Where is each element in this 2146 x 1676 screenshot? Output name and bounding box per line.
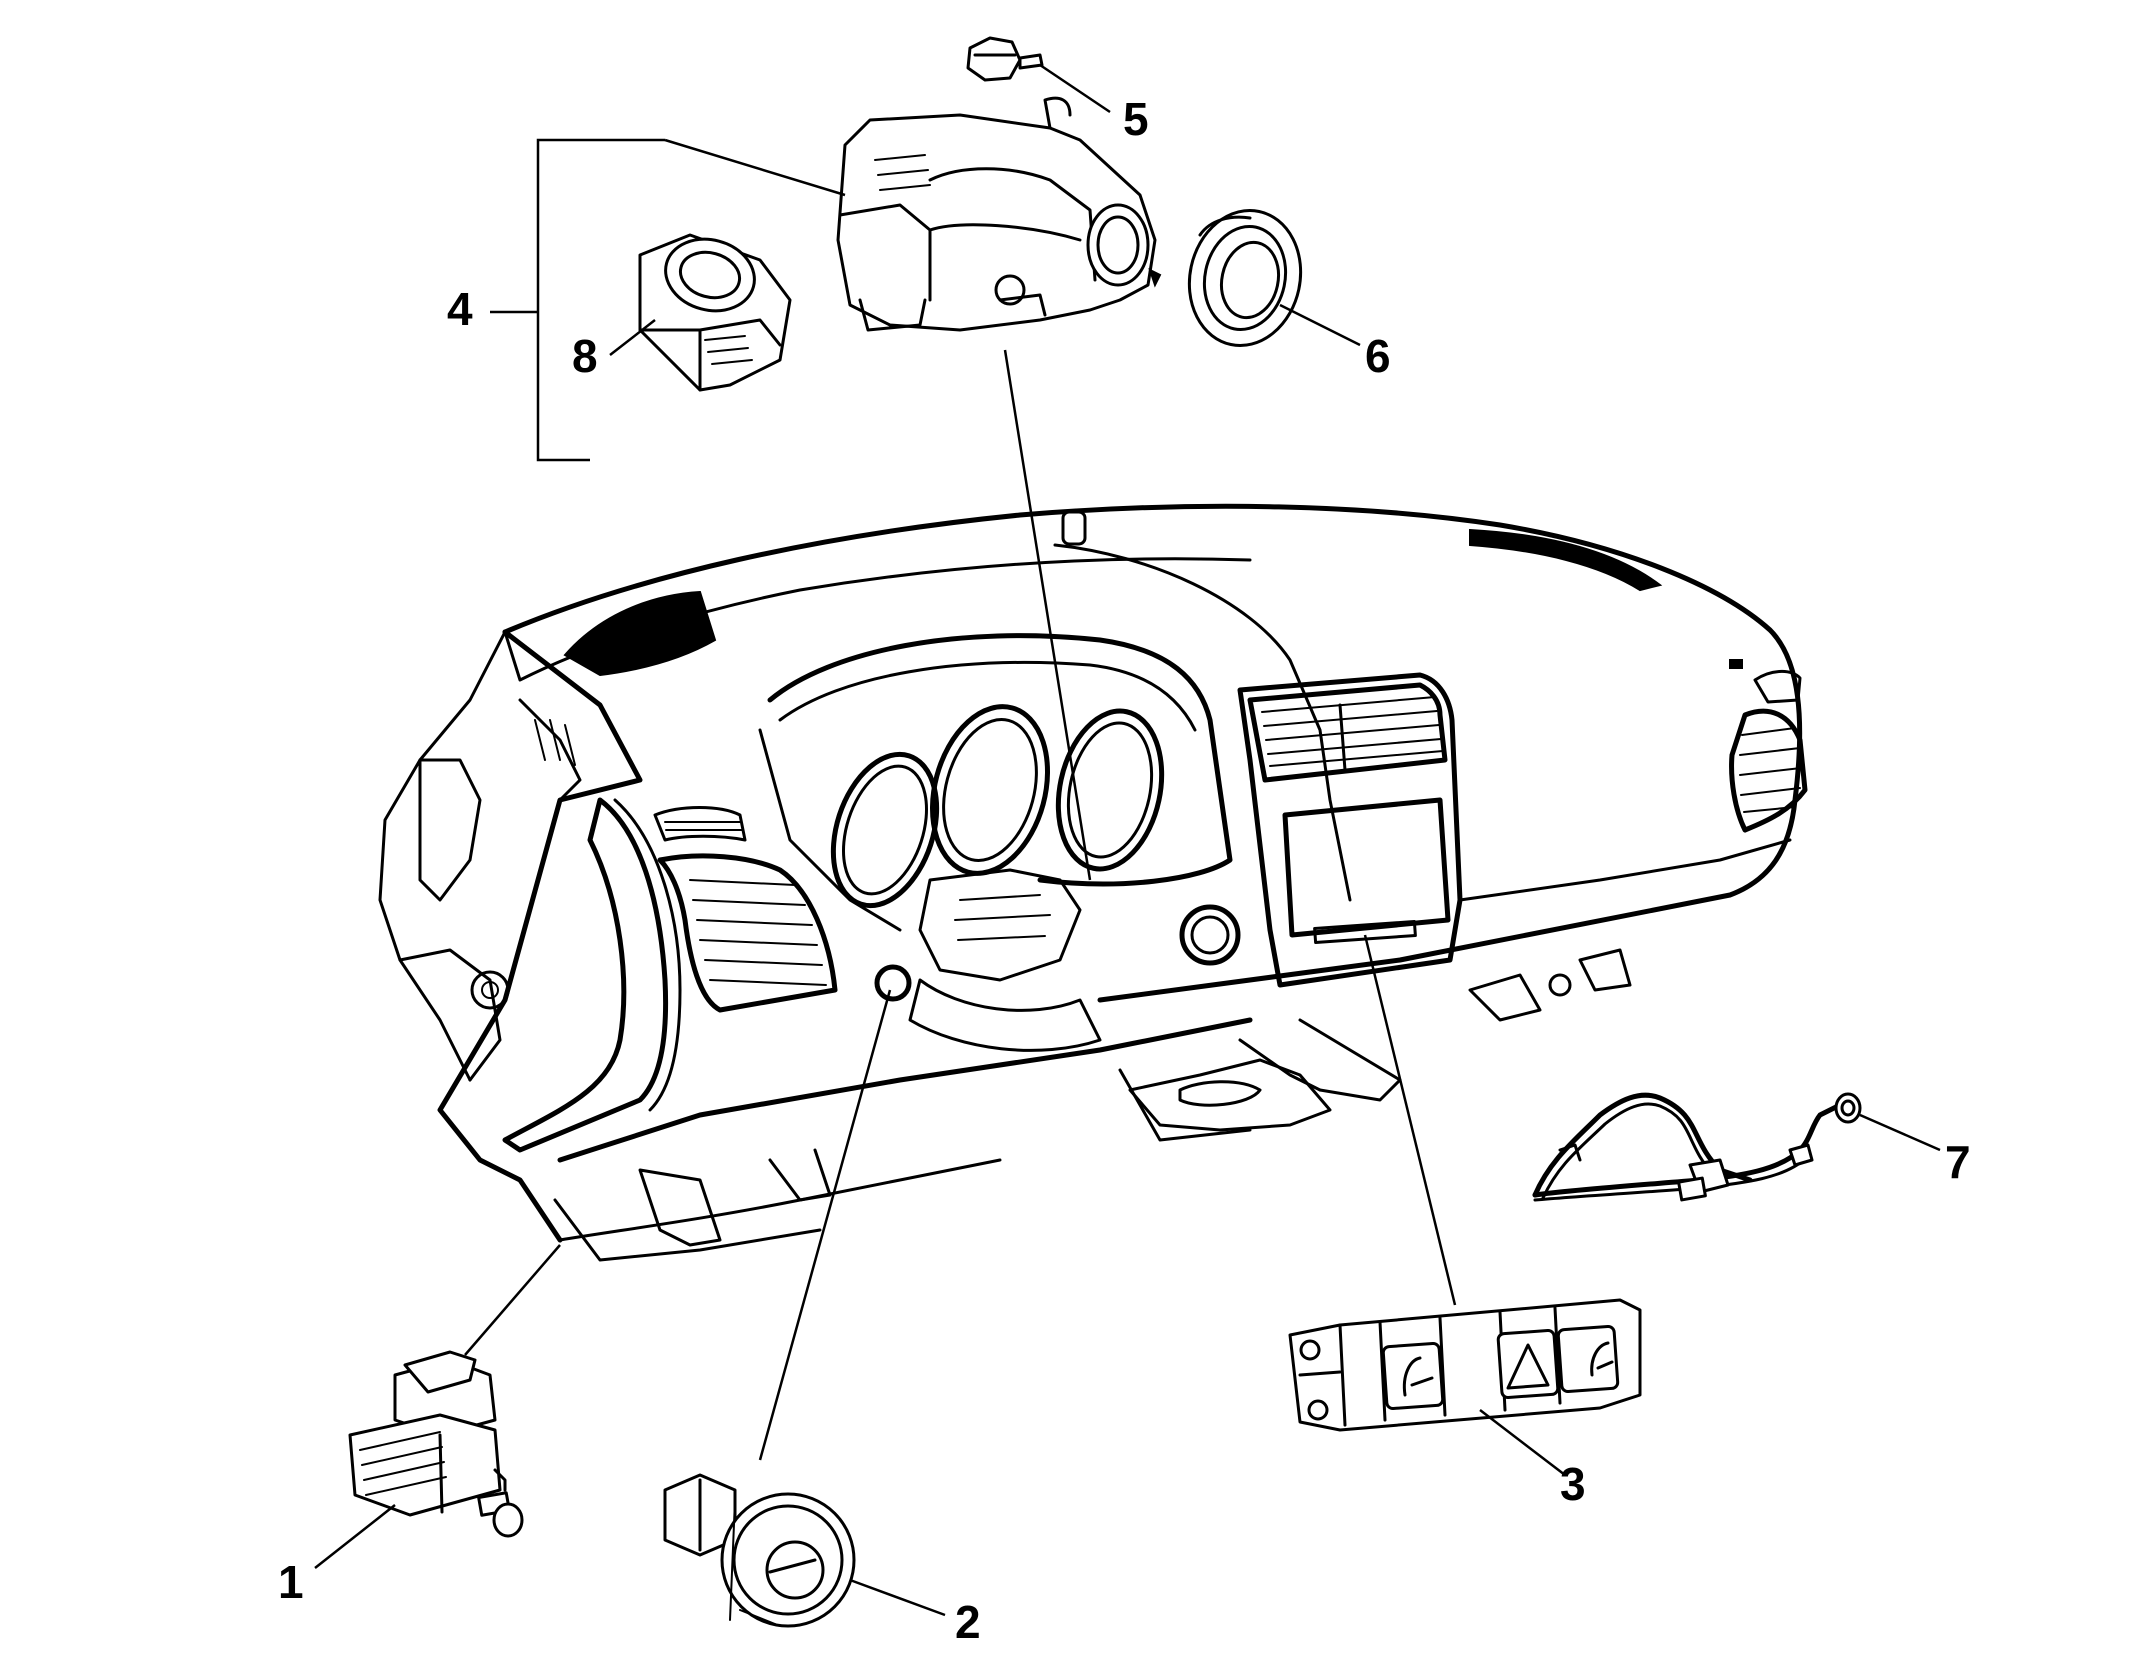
callout-2: 2 [955, 1596, 981, 1648]
part-3-switch-bank [1288, 1298, 1642, 1432]
callout-6: 6 [1365, 330, 1391, 382]
callout-5: 5 [1123, 93, 1149, 145]
group-bracket-4 [490, 138, 846, 462]
callout-7: 7 [1945, 1136, 1971, 1188]
callout-1: 1 [278, 1556, 304, 1608]
callout-4: 4 [447, 283, 473, 335]
part-6-bezel-ring [1187, 209, 1303, 347]
part-8-switch-module [638, 233, 792, 392]
part-7-wire-harness [1532, 1092, 1862, 1202]
part-2-ignition-lock [663, 1473, 856, 1628]
leader-lines [314, 63, 1941, 1617]
instrument-panel [378, 503, 1808, 1262]
part-5-screw [966, 36, 1044, 82]
part-1-stop-lamp-switch [348, 1350, 524, 1538]
callout-3: 3 [1560, 1458, 1586, 1510]
callout-8: 8 [572, 330, 598, 382]
callout-labels: 1 2 3 4 5 6 7 8 [278, 93, 1971, 1648]
part-4-ignition-housing [836, 96, 1162, 332]
